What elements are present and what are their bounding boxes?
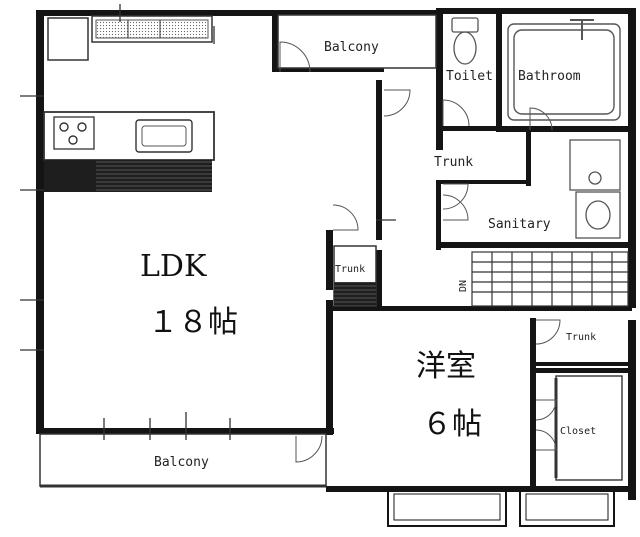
balcony-bottom — [39, 433, 327, 488]
room-size-ldk: １８帖 — [148, 305, 238, 340]
outer-walls — [36, 8, 636, 500]
room-label-balcony-bottom: Balcony — [154, 455, 209, 470]
room-label-bathroom: Bathroom — [518, 69, 581, 84]
toilet-fixture — [451, 17, 479, 65]
kitchen — [43, 15, 215, 192]
stairs — [471, 251, 629, 307]
stairs-direction-label: DN — [458, 280, 469, 292]
door-swings — [279, 41, 561, 463]
room-size-western: ６帖 — [422, 407, 482, 442]
room-label-ldk: LDK — [140, 249, 207, 284]
trunk-ldk-box — [333, 245, 377, 307]
wall-openings — [20, 4, 396, 440]
room-label-trunk-upper: Trunk — [434, 155, 473, 170]
room-label-closet: Closet — [560, 426, 596, 437]
room-label-balcony-top: Balcony — [324, 40, 379, 55]
balcony-top — [277, 14, 437, 69]
bathtub-fixture — [507, 19, 621, 121]
room-label-trunk-ldk: Trunk — [335, 264, 365, 275]
bay-windows — [387, 487, 615, 527]
room-label-trunk-western: Trunk — [566, 332, 596, 343]
room-label-toilet: Toilet — [446, 69, 493, 84]
sanitary-fixtures — [569, 139, 621, 239]
room-label-sanitary: Sanitary — [488, 217, 551, 232]
closet-box — [554, 375, 623, 481]
room-label-western: 洋室 — [416, 349, 476, 384]
